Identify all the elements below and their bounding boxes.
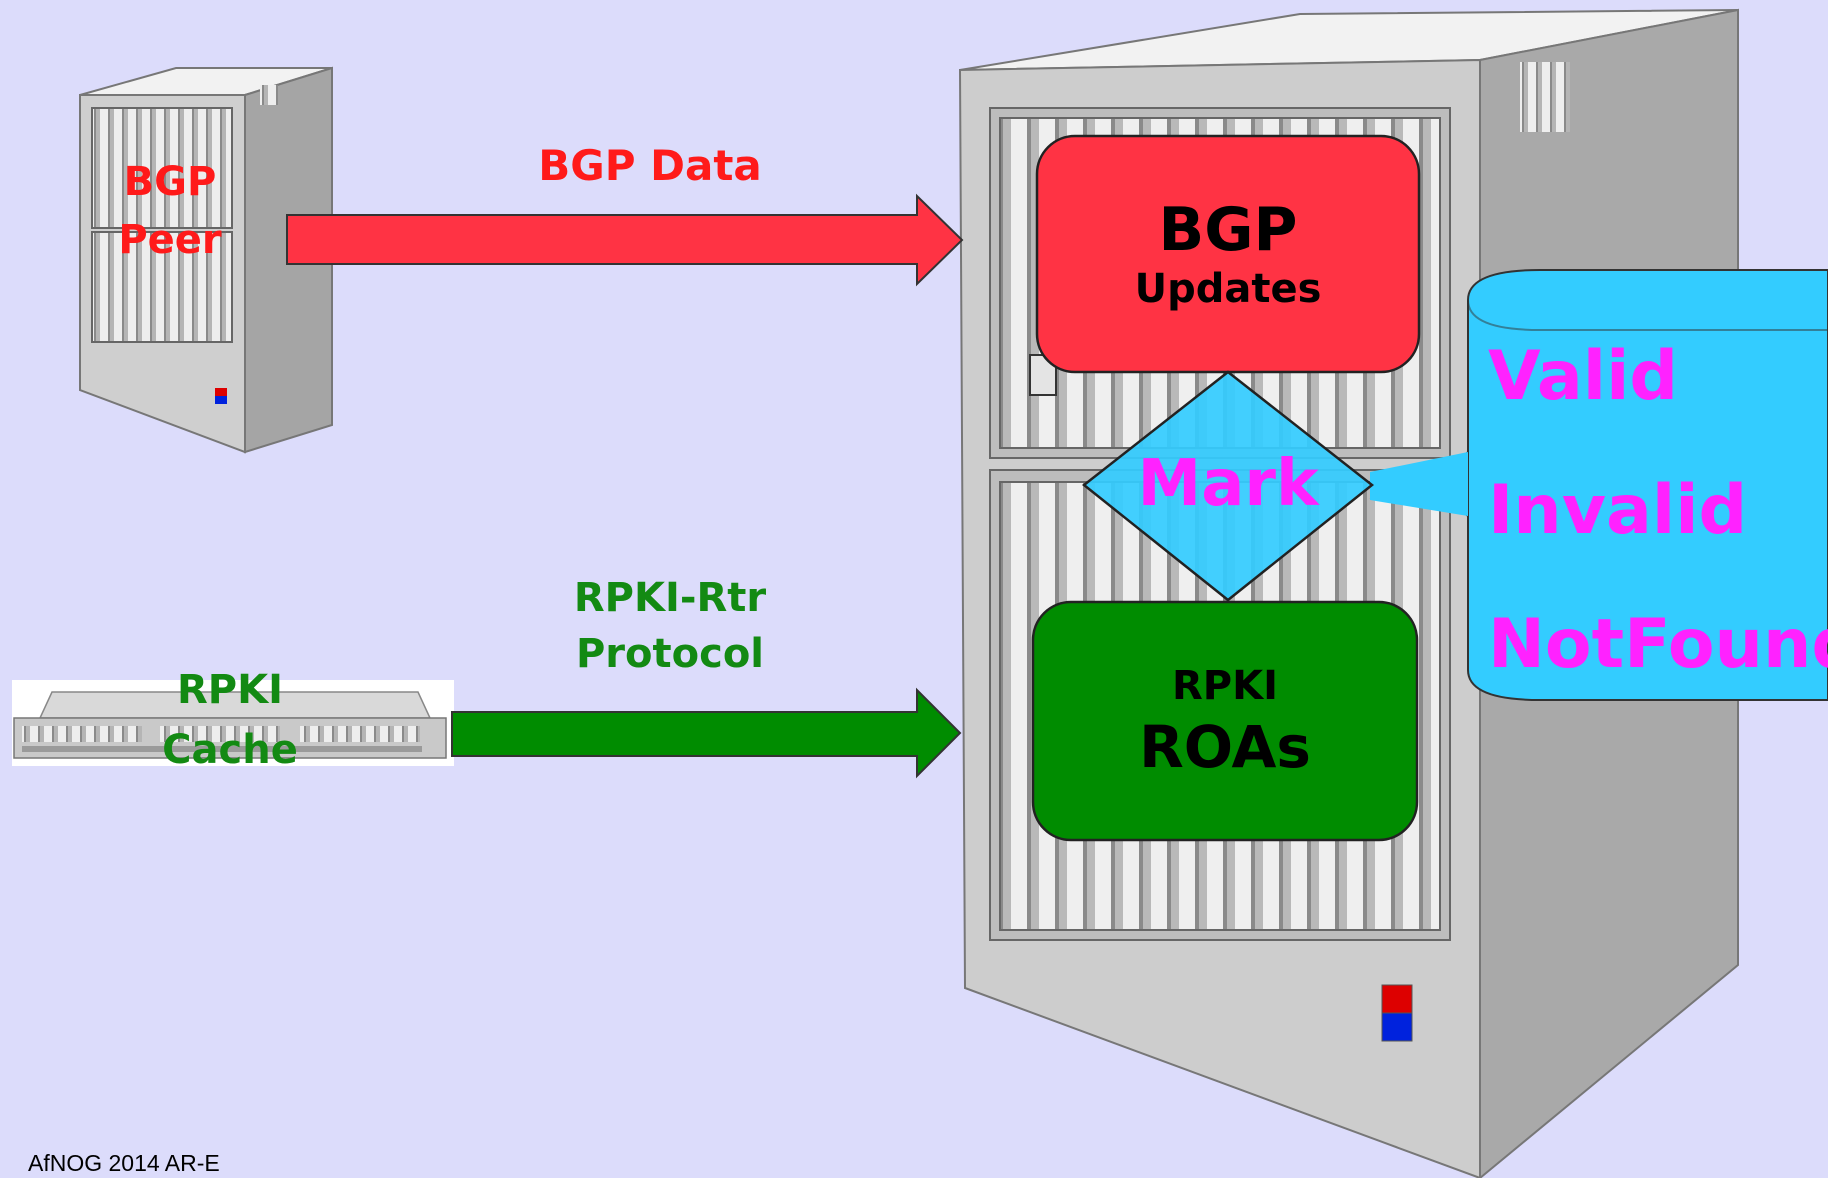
mark-diamond — [1081, 370, 1375, 602]
rpki-roas-title: RPKI — [1172, 663, 1278, 709]
rpki-roas-label: RPKI ROAs — [1033, 660, 1417, 782]
rpki-roas-subtitle: ROAs — [1139, 713, 1311, 781]
footer-text: AfNOG 2014 AR-E — [28, 1150, 220, 1176]
bgp-data-arrow — [286, 193, 964, 287]
rpki-cache-label-line2: Cache — [162, 727, 298, 773]
bgp-peer-label: BGP Peer — [100, 153, 240, 269]
rpki-rtr-protocol-label: RPKI-Rtr Protocol — [540, 570, 800, 682]
bgp-peer-label-line2: Peer — [118, 217, 222, 263]
bgp-peer-label-line1: BGP — [123, 159, 217, 205]
state-notfound: NotFound — [1488, 605, 1828, 684]
rpki-cache-server-icon — [12, 680, 454, 766]
bgp-updates-label: BGP Updates — [1037, 196, 1419, 314]
bgp-data-label: BGP Data — [538, 141, 762, 190]
rpki-rtr-arrow — [451, 687, 962, 779]
rpki-rtr-label-line1: RPKI-Rtr — [573, 575, 767, 621]
validation-states-list: Valid Invalid NotFound — [1488, 310, 1828, 712]
validation-states-cylinder — [1467, 269, 1828, 701]
rpki-roas-box — [1031, 600, 1419, 842]
rpki-cache-label-line1: RPKI — [177, 667, 283, 713]
state-valid: Valid — [1488, 337, 1679, 416]
state-invalid: Invalid — [1488, 471, 1748, 550]
rpki-cache-label: RPKI Cache — [140, 660, 320, 780]
mark-label: Mark — [1137, 447, 1319, 521]
bgp-updates-title: BGP — [1158, 195, 1298, 265]
rpki-rtr-label-line2: Protocol — [575, 631, 765, 677]
mark-connector — [1369, 451, 1469, 517]
bgp-updates-subtitle: Updates — [1134, 266, 1322, 312]
